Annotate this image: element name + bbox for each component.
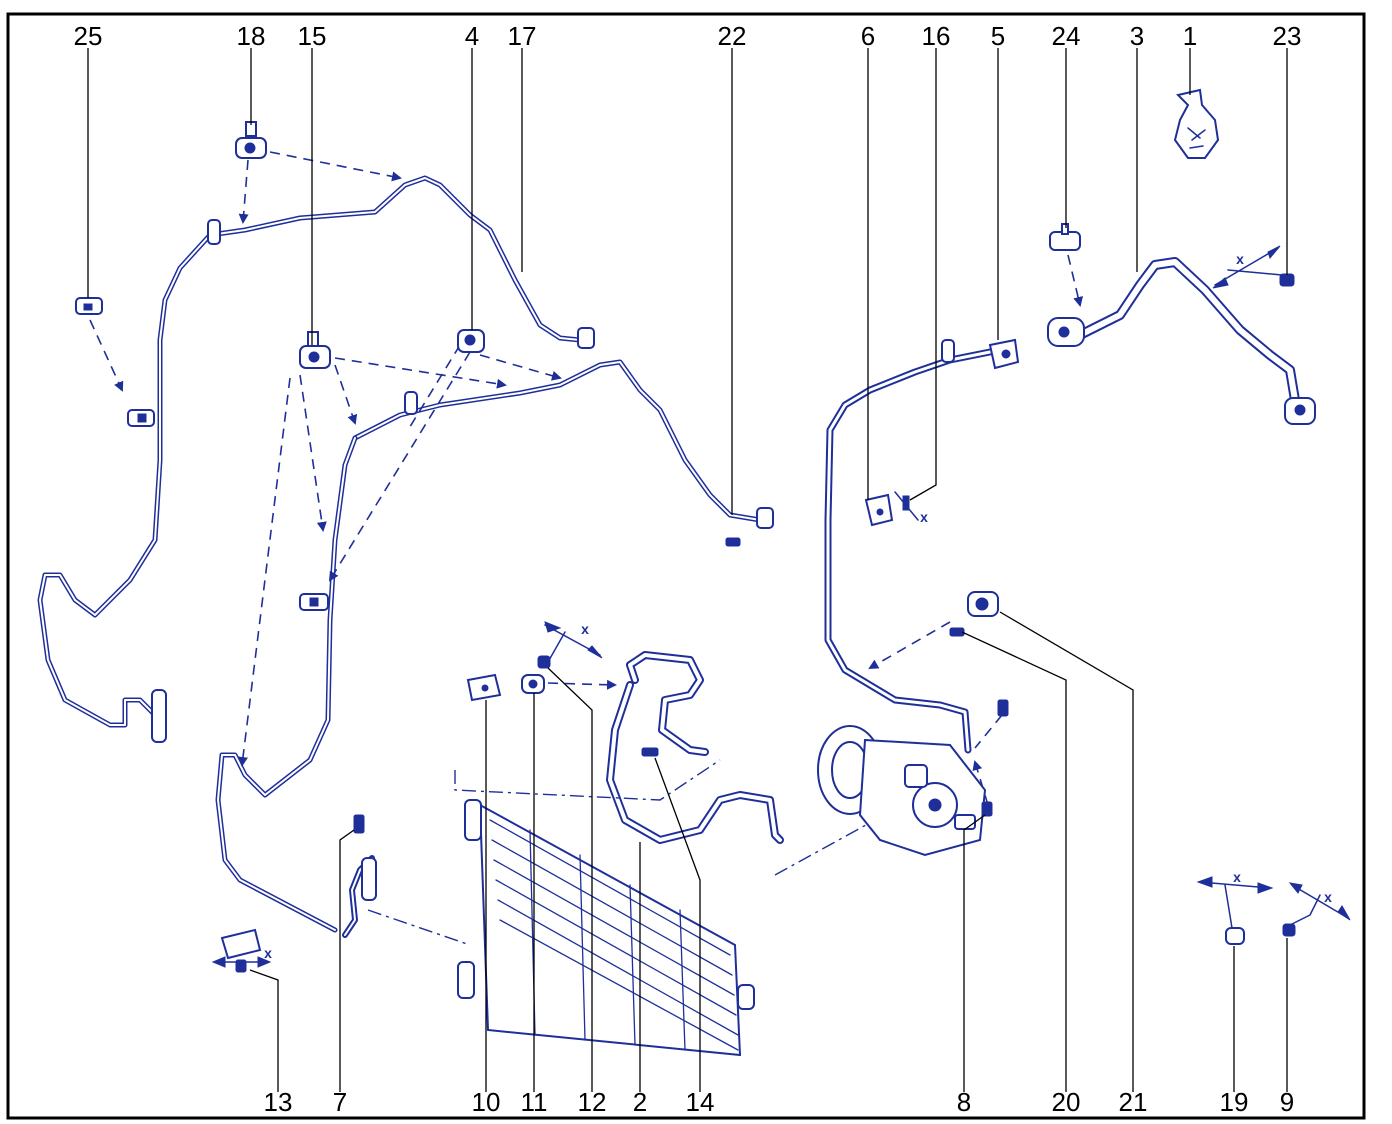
flange-5-part (988, 338, 1020, 370)
hose-2 (606, 651, 784, 844)
nut-9-part (1282, 923, 1296, 937)
fitting-lower-left (151, 689, 167, 743)
callout-8: 8 (957, 1087, 971, 1117)
callout-10: 10 (472, 1087, 501, 1117)
valve-upper-left (207, 219, 221, 245)
callout-24: 24 (1052, 21, 1081, 51)
callout-15: 15 (298, 21, 327, 51)
pipes (37, 175, 1305, 938)
torque-symbol-9: x (1288, 882, 1351, 926)
callout-2: 2 (633, 1087, 647, 1117)
callout-3: 3 (1130, 21, 1144, 51)
torque-symbols: x x x x x x x (0, 0, 1351, 968)
alignment-lines (367, 759, 876, 946)
torque-symbol-19: x (1196, 869, 1274, 929)
fitting-17-end (577, 327, 595, 349)
callout-22: 22 (718, 21, 747, 51)
nut-23-part (1279, 273, 1295, 287)
pipe-middle (215, 359, 763, 933)
condenser-part (457, 799, 755, 1057)
nut-11-part (521, 674, 545, 694)
callout-17: 17 (508, 21, 537, 51)
compressor-part (817, 725, 987, 857)
callout-16: 16 (922, 21, 951, 51)
pipe-upper-left (37, 175, 583, 728)
clip-4-part (457, 329, 485, 353)
connector-middle-pipe (299, 593, 329, 611)
callout-19: 19 (1220, 1087, 1249, 1117)
bracket-15-part (299, 331, 331, 369)
valve-middle (404, 391, 418, 415)
connector-left-pipe (127, 409, 155, 427)
callout-23: 23 (1273, 21, 1302, 51)
leader-lines (87, 48, 1288, 1092)
bracket-13-part (220, 928, 262, 973)
fitting-hose-3 (1047, 317, 1085, 347)
callout-11: 11 (521, 1087, 548, 1117)
callout-1: 1 (1183, 21, 1197, 51)
torque-symbol-13: x (211, 945, 272, 968)
bolt-20-part (949, 627, 965, 637)
callout-7: 7 (333, 1087, 347, 1117)
callout-9: 9 (1280, 1087, 1294, 1117)
fitting-hose-3-end (1284, 397, 1316, 425)
fitting-7-part (361, 857, 377, 901)
clamp-21-part (967, 591, 999, 617)
callout-13: 13 (264, 1087, 293, 1117)
torque-mark-12: x (581, 621, 589, 637)
nut-19-part (1225, 927, 1245, 945)
callout-4: 4 (465, 21, 479, 51)
bolt-22-part (725, 537, 741, 547)
bolt-7-part (353, 814, 365, 834)
torque-symbol-12: x (544, 621, 603, 663)
callout-20: 20 (1052, 1087, 1081, 1117)
parts (75, 88, 1316, 1057)
torque-mark-13: x (264, 945, 272, 961)
pipe-right-compressor (824, 346, 1004, 754)
connector-25-part (75, 297, 103, 315)
callout-12: 12 (578, 1087, 607, 1117)
torque-mark-23: x (1236, 251, 1244, 267)
valve-near-5 (941, 339, 955, 363)
hose-3 (1075, 257, 1305, 420)
bolt-14-part (641, 747, 659, 757)
callout-21: 21 (1119, 1087, 1148, 1117)
callout-14: 14 (686, 1087, 715, 1117)
bolt-8-part (981, 699, 1009, 817)
torque-mark-19: x (1233, 869, 1241, 885)
callout-labels: 25 18 15 4 17 22 6 16 5 24 3 1 23 13 7 1… (74, 21, 1302, 1117)
bracket-18-part (235, 121, 267, 159)
assembly-arrows (89, 151, 1083, 806)
torque-symbol-16b: x (0, 0, 4, 3)
callout-5: 5 (991, 21, 1005, 51)
torque-symbol-23: x (1212, 245, 1283, 289)
plate-6-part (864, 493, 894, 527)
bracket-10-part (466, 673, 502, 702)
torque-mark-9: x (1324, 889, 1332, 905)
callout-6: 6 (861, 21, 875, 51)
desiccant-bag-part (1173, 88, 1220, 159)
screw-16-part (902, 495, 910, 511)
torque-mark-16: x (920, 509, 928, 525)
callout-18: 18 (237, 21, 266, 51)
torque-symbol-16: x (894, 491, 928, 525)
bracket-24-part (1049, 223, 1081, 251)
callout-25: 25 (74, 21, 103, 51)
nut-12-part (537, 655, 551, 669)
fitting-22-end (756, 507, 774, 529)
